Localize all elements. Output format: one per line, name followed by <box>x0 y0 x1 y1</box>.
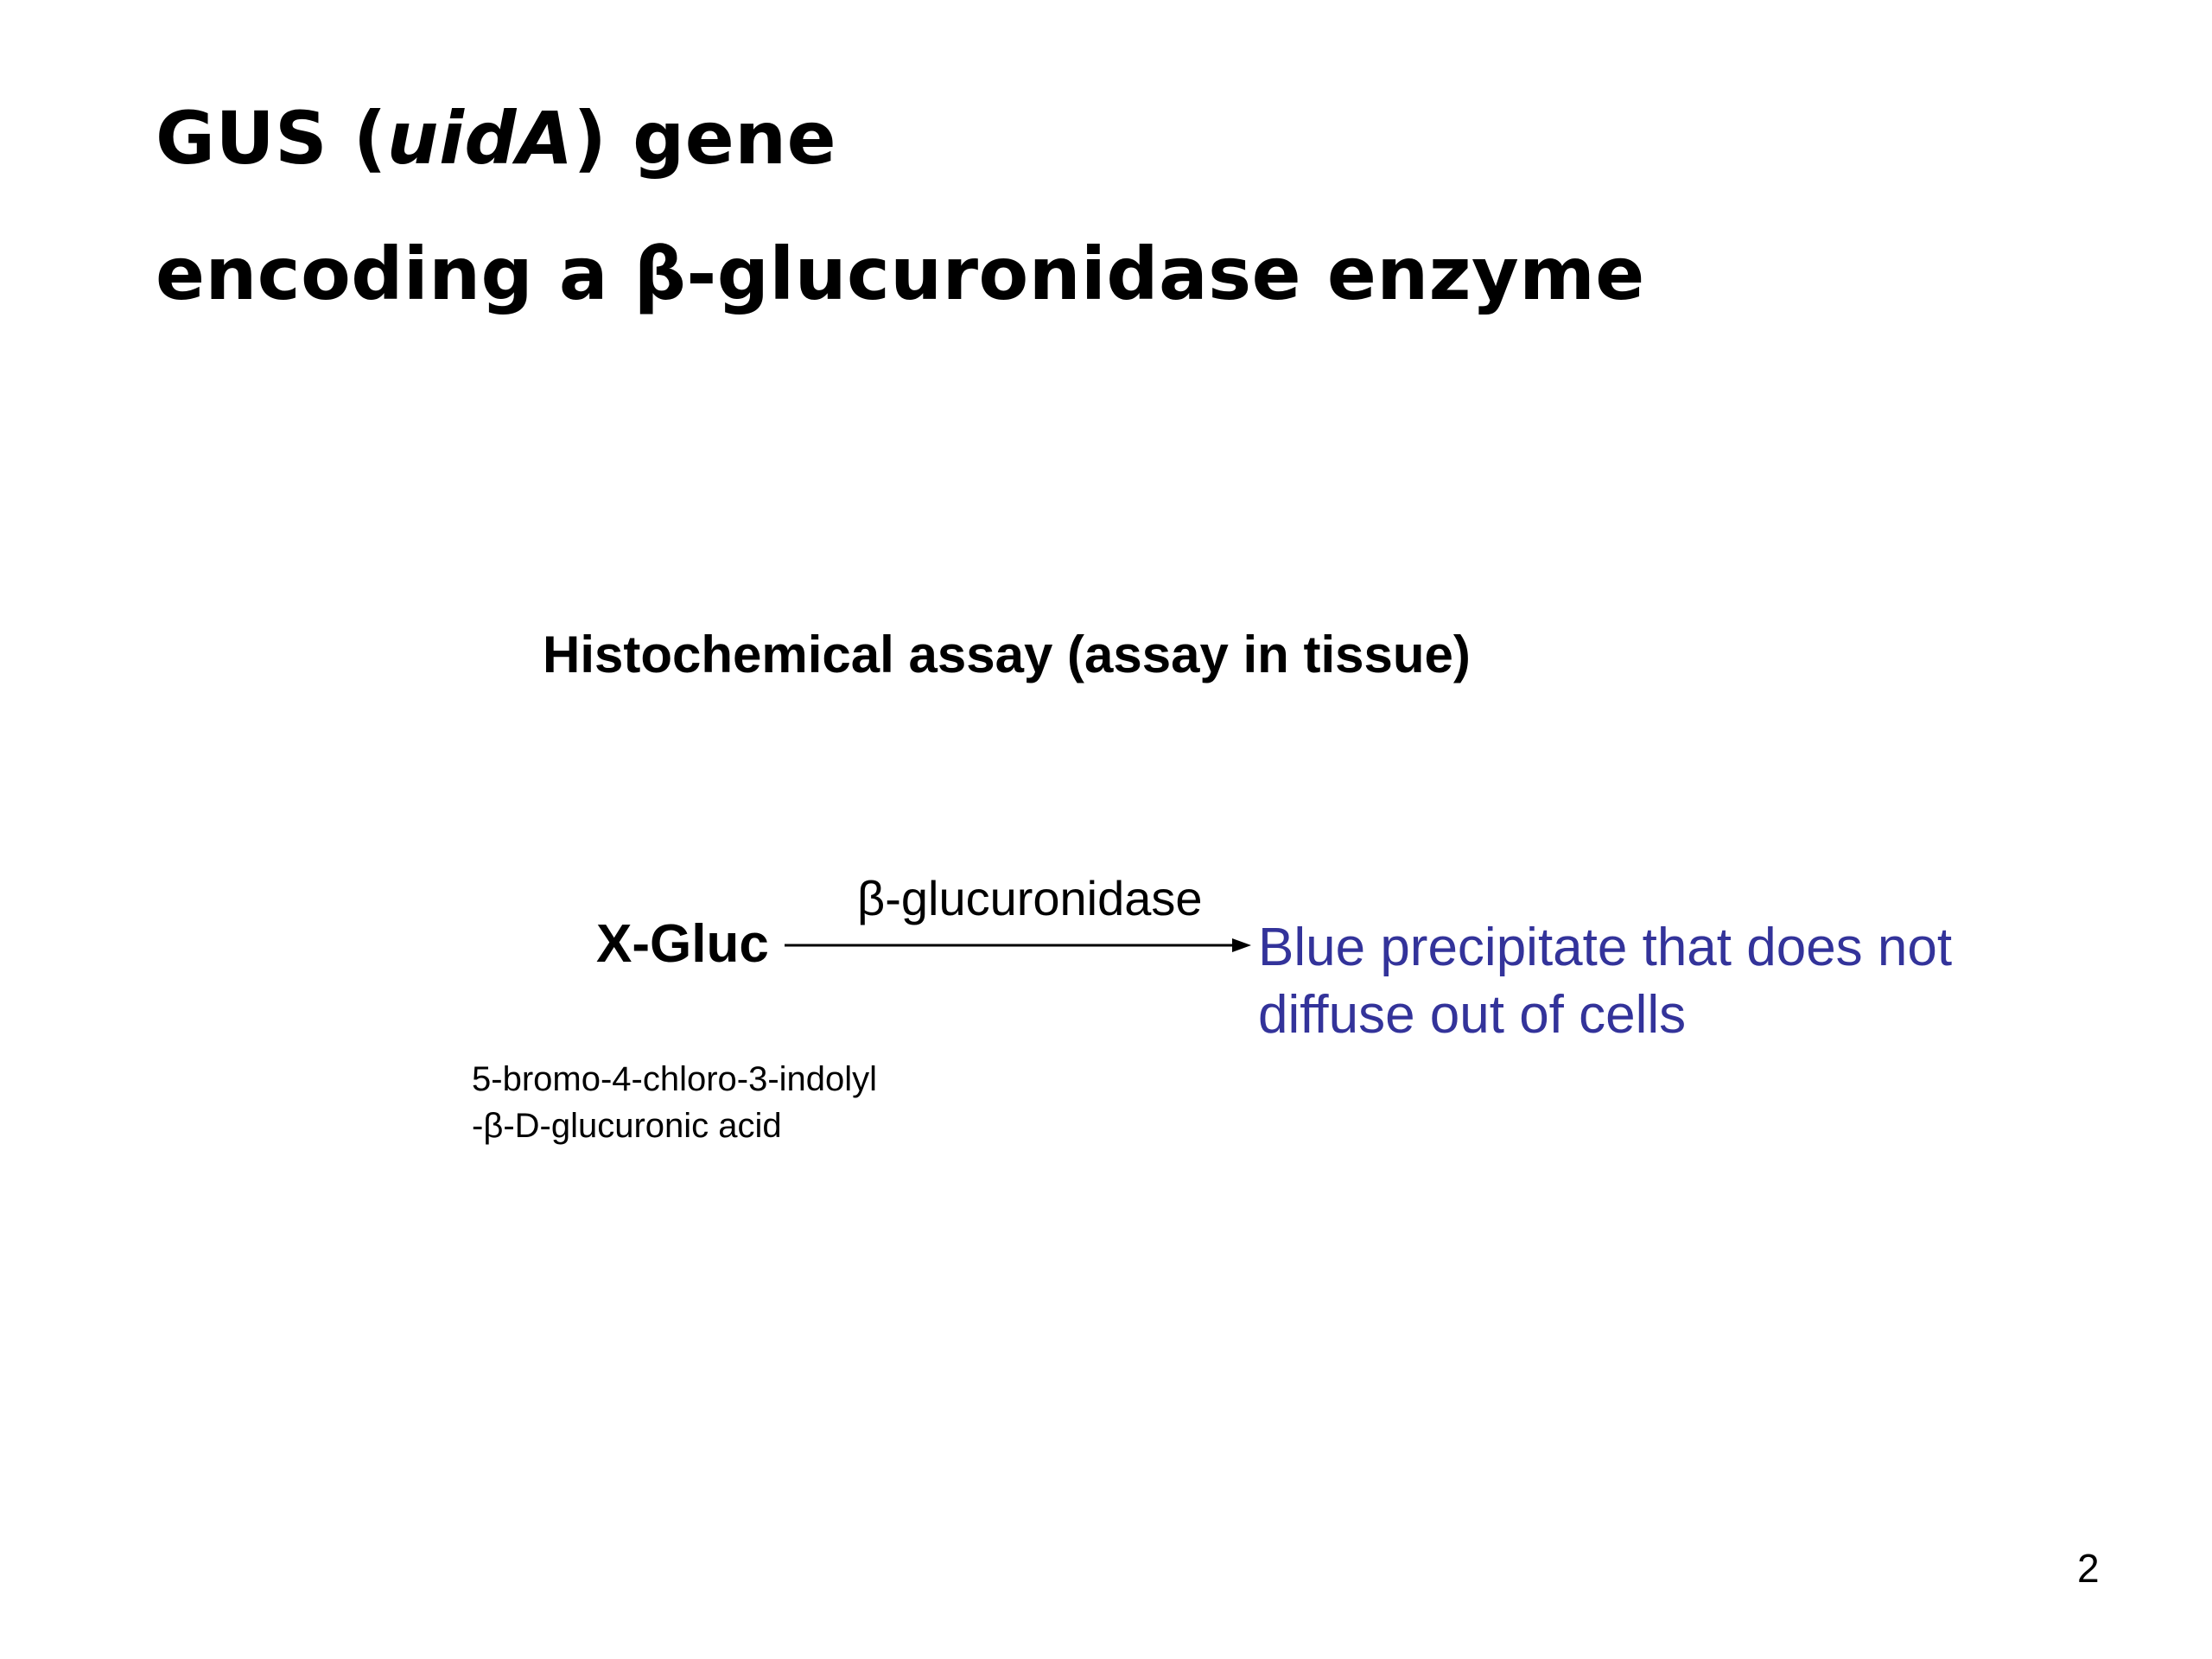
product-line-1: Blue precipitate that does not <box>1258 918 1953 977</box>
assay-heading: Histochemical assay (assay in tissue) <box>543 626 1471 683</box>
enzyme-label: β-glucuronidase <box>857 871 1203 925</box>
page-number: 2 <box>2077 1546 2100 1591</box>
title-gene-name: uidA <box>386 96 574 181</box>
title-prefix: GUS ( <box>156 96 387 181</box>
slide-title-line-2: encoding a β-glucuronidase enzyme <box>156 232 1645 316</box>
right-arrow-icon <box>785 938 1251 952</box>
substrate-label: X-Gluc <box>596 914 769 974</box>
chemical-name-line-1: 5-bromo-4-chloro-3-indolyl <box>472 1060 878 1098</box>
substrate-chemical-name: 5-bromo-4-chloro-3-indolyl -β-D-glucuron… <box>472 1056 877 1149</box>
product-line-2: diffuse out of cells <box>1258 985 1687 1045</box>
slide-title-line-1: GUS (uidA) gene <box>156 102 836 175</box>
title-suffix: ) gene <box>573 96 837 181</box>
product-description: Blue precipitate that does not diffuse o… <box>1258 914 2122 1049</box>
chemical-name-line-2: -β-D-glucuronic acid <box>472 1107 782 1145</box>
